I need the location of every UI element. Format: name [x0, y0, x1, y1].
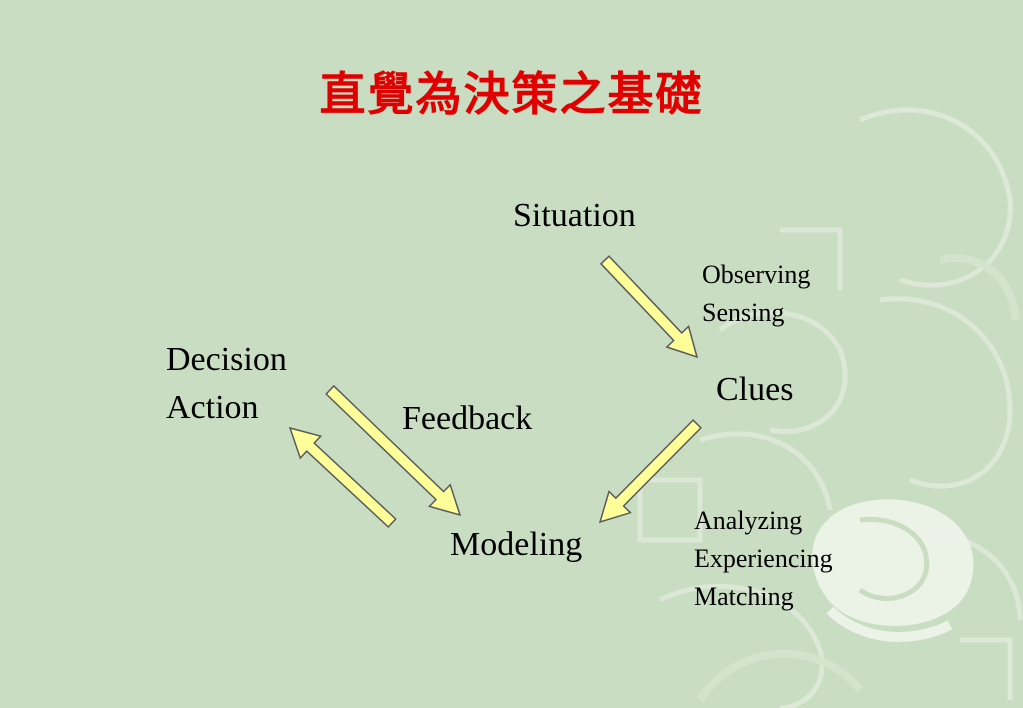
- action-text: Action: [166, 389, 259, 426]
- matching-text: Matching: [694, 582, 794, 611]
- analyzing-text: Analyzing: [694, 506, 803, 535]
- decision-action-label: Decision Action: [166, 336, 287, 432]
- observing-sensing-note: Observing Sensing: [702, 256, 810, 332]
- situation-label: Situation: [513, 197, 636, 234]
- dragon-ornament: [812, 499, 974, 642]
- slide-title: 直覺為決策之基礎: [319, 67, 704, 121]
- sensing-text: Sensing: [702, 298, 785, 327]
- feedback-label: Feedback: [402, 400, 533, 437]
- clues-label: Clues: [716, 371, 794, 408]
- arrow-clues-to-modeling: [598, 419, 702, 524]
- decision-text: Decision: [166, 341, 287, 378]
- arrow-decision-to-modeling: [325, 384, 462, 517]
- arrow-modeling-to-action: [288, 426, 397, 529]
- observing-text: Observing: [702, 260, 811, 289]
- experiencing-text: Experiencing: [694, 544, 833, 573]
- arrow-situation-to-clues: [599, 255, 699, 359]
- analyzing-note: Analyzing Experiencing Matching: [694, 502, 833, 616]
- modeling-label: Modeling: [450, 526, 583, 563]
